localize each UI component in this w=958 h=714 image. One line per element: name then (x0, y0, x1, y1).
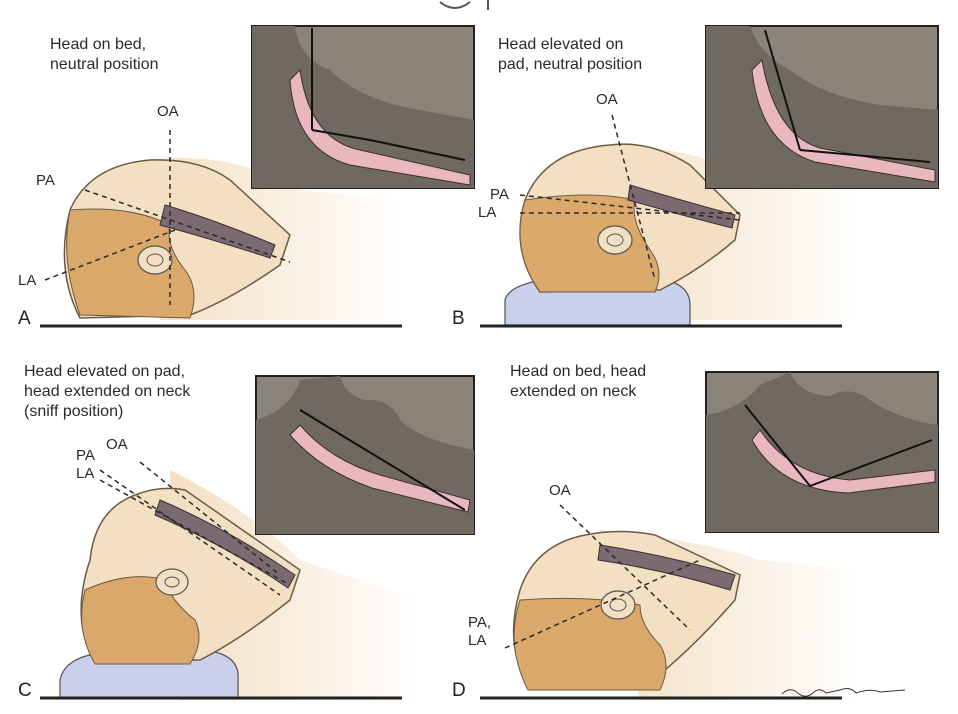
inset-b (705, 25, 939, 189)
artist-signature-icon (781, 688, 906, 697)
inset-a (251, 25, 475, 189)
panel-a-pa-label: PA (36, 172, 55, 189)
panel-a-la-label: LA (18, 272, 37, 289)
panel-c-oa-label: OA (106, 436, 128, 453)
panel-c-letter: C (18, 680, 32, 701)
panel-a-letter: A (18, 308, 31, 329)
panel-d-pa-la-label: PA, LA (468, 614, 492, 649)
panel-b-caption: Head elevated on pad, neutral position (498, 36, 643, 73)
panel-a (40, 25, 475, 328)
panel-d-caption: Head on bed, head extended on neck (510, 363, 647, 400)
panel-a-caption: Head on bed, neutral position (50, 36, 159, 73)
panel-b-oa-label: OA (596, 91, 618, 108)
panel-b-letter: B (452, 308, 465, 329)
inset-c (255, 375, 475, 535)
panel-a-oa-label: OA (157, 103, 179, 120)
panel-d-letter: D (452, 680, 466, 701)
panel-b-pa-label: PA (490, 186, 509, 203)
panel-c-caption: Head elevated on pad, head extended on n… (24, 363, 191, 420)
panel-b (480, 25, 939, 328)
panel-d (480, 371, 939, 700)
panel-b-la-label: LA (478, 204, 497, 221)
panel-c-pa-label: PA (76, 447, 95, 464)
inset-d (705, 371, 939, 533)
panel-d-oa-label: OA (549, 482, 571, 499)
panel-c-la-label: LA (76, 465, 95, 482)
panel-c (40, 375, 475, 700)
